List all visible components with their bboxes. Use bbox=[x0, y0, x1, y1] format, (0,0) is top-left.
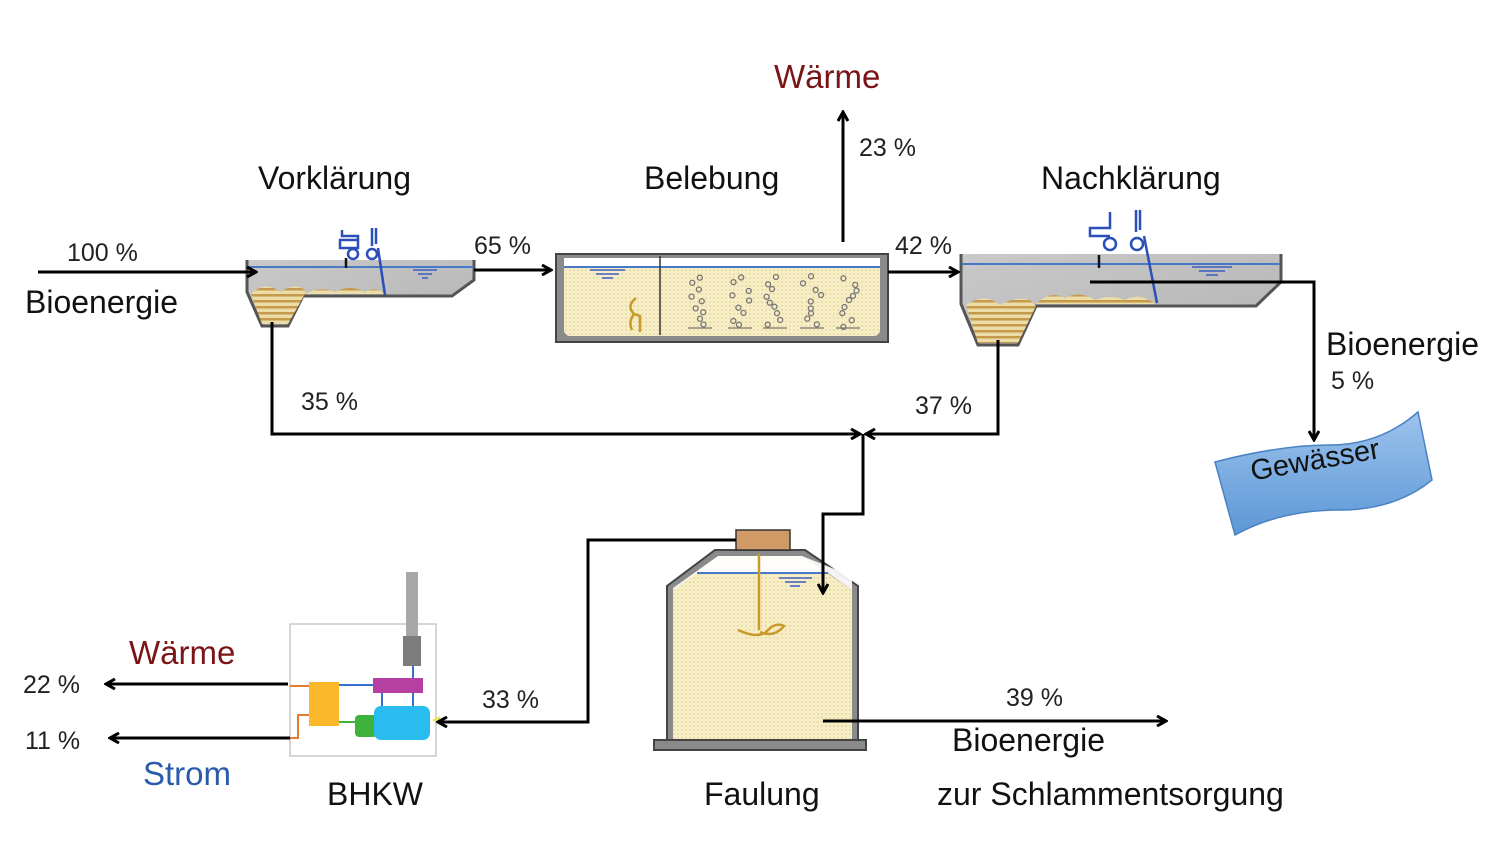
flow-percent-5: 5 % bbox=[1331, 367, 1375, 395]
bubble bbox=[745, 297, 753, 304]
flow-percent-39: 39 % bbox=[1006, 684, 1063, 712]
bubble bbox=[692, 305, 699, 312]
sludge-energy-label: Bioenergie bbox=[952, 722, 1105, 758]
effluent-energy-label: Bioenergie bbox=[1326, 326, 1479, 362]
bubble bbox=[852, 281, 859, 289]
flow-percent-42: 42 % bbox=[895, 232, 952, 260]
bubble bbox=[777, 316, 784, 324]
bubble bbox=[768, 285, 776, 293]
bubble bbox=[772, 273, 780, 281]
water-level-icon bbox=[779, 577, 812, 587]
bubble bbox=[764, 281, 772, 288]
bubble bbox=[807, 273, 815, 280]
belebung-tank bbox=[555, 253, 889, 343]
flow-percent-65: 65 % bbox=[474, 232, 531, 260]
bubble bbox=[841, 303, 848, 311]
engine-icon bbox=[374, 706, 430, 740]
scraper-bridge-icon bbox=[1088, 210, 1159, 304]
flow-percent-23: 23 % bbox=[859, 134, 916, 162]
bubble bbox=[688, 293, 695, 300]
bubble bbox=[699, 309, 707, 316]
arrow-to-faulung bbox=[823, 434, 865, 593]
sludge-disposal-label: zur Schlammentsorgung bbox=[937, 776, 1284, 812]
bubble bbox=[696, 274, 703, 281]
scraper-bridge-icon bbox=[338, 228, 387, 296]
sludge-line-vorklaerung bbox=[270, 322, 860, 434]
faulung-digester bbox=[653, 529, 867, 751]
gas-dome bbox=[735, 529, 791, 551]
heat-label-bhkw: Wärme bbox=[129, 634, 236, 671]
mixer-icon bbox=[737, 554, 786, 637]
flow-percent-11: 11 % bbox=[25, 727, 81, 755]
bubble bbox=[764, 321, 771, 328]
bubble bbox=[738, 274, 745, 281]
flow-percent-35: 35 % bbox=[301, 388, 358, 416]
bubble bbox=[735, 304, 742, 311]
bubble bbox=[849, 292, 857, 300]
bubble bbox=[817, 291, 825, 299]
bubble bbox=[698, 298, 705, 305]
bubble bbox=[689, 279, 696, 286]
stage-label-belebung: Belebung bbox=[644, 160, 780, 196]
aeration-bubbles bbox=[688, 273, 860, 331]
gewaesser-water-body bbox=[1214, 410, 1433, 537]
sludge-line-nachklaerung bbox=[866, 340, 1000, 434]
water-level-icon bbox=[413, 269, 437, 279]
bubble bbox=[799, 280, 807, 287]
bubble bbox=[696, 315, 704, 322]
vorklaerung-tank bbox=[245, 228, 476, 328]
bubble bbox=[804, 315, 811, 322]
bubble bbox=[853, 287, 860, 294]
bubble bbox=[839, 310, 846, 317]
bubble bbox=[807, 310, 815, 317]
arrow-to-gewaesser bbox=[1090, 280, 1314, 440]
chimney-icon bbox=[406, 572, 418, 638]
bubble bbox=[807, 298, 814, 305]
bubble bbox=[848, 317, 855, 324]
bubble bbox=[813, 321, 821, 328]
water-level-icon bbox=[1192, 266, 1232, 276]
stage-label-faulung: Faulung bbox=[704, 776, 820, 812]
bubble bbox=[730, 317, 737, 325]
flow-percent-33: 33 % bbox=[482, 686, 539, 714]
bubble bbox=[840, 275, 847, 282]
heat-exchanger-icon bbox=[373, 678, 423, 693]
stage-label-nachklaerung: Nachklärung bbox=[1041, 160, 1221, 196]
bubble bbox=[700, 321, 707, 328]
bubble bbox=[763, 293, 770, 300]
bubble bbox=[745, 287, 752, 295]
inflow-percent: 100 % bbox=[67, 239, 138, 267]
bubble bbox=[730, 279, 737, 286]
flow-percent-37: 37 % bbox=[915, 392, 972, 420]
flow-percent-22: 22 % bbox=[23, 671, 80, 699]
heat-label-top: Wärme bbox=[774, 58, 881, 95]
generator-icon bbox=[309, 682, 339, 726]
mixer-icon bbox=[629, 297, 642, 332]
bubble bbox=[773, 310, 781, 317]
bubble bbox=[845, 296, 853, 304]
water-level-icon bbox=[590, 269, 625, 279]
inflow-label: Bioenergie bbox=[25, 284, 178, 320]
power-label-bhkw: Strom bbox=[143, 755, 232, 792]
bubble bbox=[766, 299, 773, 306]
bubble bbox=[695, 286, 703, 293]
bubble bbox=[812, 286, 819, 294]
bubble bbox=[840, 323, 847, 331]
nachklaerung-tank bbox=[959, 210, 1283, 347]
arrow-gas-to-bhkw bbox=[438, 538, 736, 722]
bubble bbox=[729, 292, 736, 299]
bubble bbox=[735, 321, 743, 328]
bubble bbox=[740, 309, 747, 316]
bubble bbox=[771, 303, 778, 310]
bhkw-unit bbox=[289, 572, 440, 757]
stage-label-vorklaerung: Vorklärung bbox=[258, 160, 411, 196]
flow-lines bbox=[38, 112, 1314, 738]
stage-label-bhkw: BHKW bbox=[327, 776, 423, 812]
